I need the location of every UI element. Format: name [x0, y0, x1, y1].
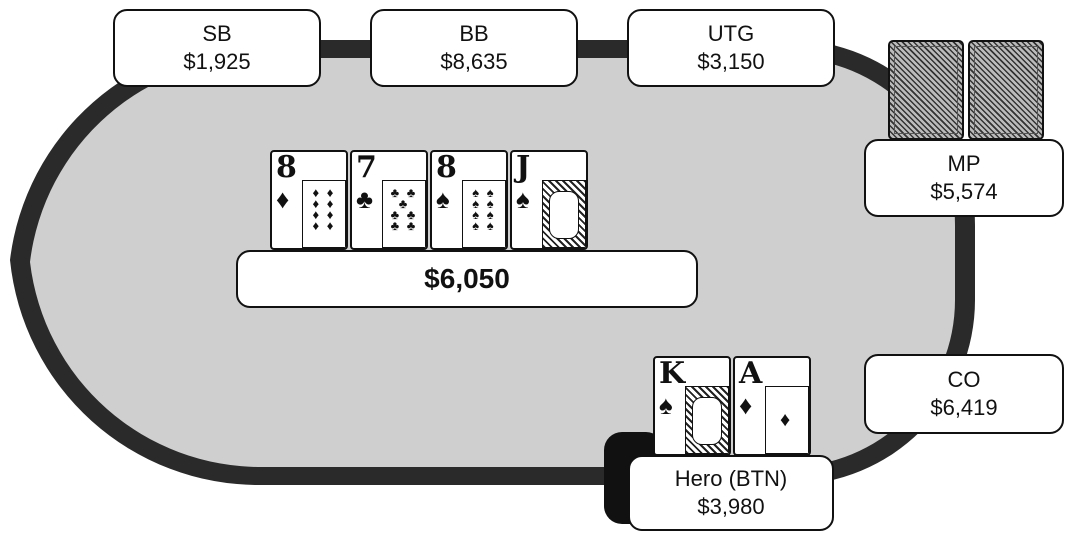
seat-co-stack: $6,419	[930, 395, 998, 420]
diamond-icon: ♦	[780, 409, 791, 431]
seat-co[interactable]: CO $6,419	[864, 354, 1064, 434]
hero-card-1-suit: ♠	[659, 390, 673, 420]
hero-card-1[interactable]: K ♠	[653, 356, 731, 456]
seat-hero-stack: $3,980	[697, 494, 765, 519]
seat-sb-name: SB	[202, 21, 232, 46]
board-card-1-suit: ♦	[276, 184, 290, 214]
seat-mp-name: MP	[947, 151, 981, 176]
seat-utg-stack: $3,150	[697, 49, 765, 74]
seat-mp-stack: $5,574	[930, 179, 998, 204]
mp-card-back-2	[968, 40, 1044, 140]
board-card-3-rank: 8	[436, 150, 457, 185]
mp-card-back-1	[888, 40, 964, 140]
seat-sb-stack: $1,925	[183, 49, 251, 74]
seat-mp[interactable]: MP $5,574	[864, 139, 1064, 217]
seat-bb-stack: $8,635	[440, 49, 508, 74]
ace-face: ♦	[765, 386, 809, 454]
diamond-pips-icon: ♦ ♦♦ ♦♦ ♦♦ ♦	[312, 185, 336, 233]
pot-display: $6,050	[236, 250, 698, 308]
board-card-3-face: ♠ ♠♠ ♠♠ ♠♠ ♠	[462, 180, 506, 248]
hero-card-2-suit: ♦	[739, 390, 753, 420]
king-portrait-icon	[685, 386, 729, 454]
seat-bb[interactable]: BB $8,635	[370, 9, 578, 87]
board-card-2-rank: 7	[356, 150, 377, 185]
hero-card-1-rank: K	[659, 356, 686, 391]
jack-portrait-icon	[542, 180, 586, 248]
seat-co-name: CO	[947, 367, 981, 392]
board-card-1-rank: 8	[276, 150, 297, 185]
board-card-1: 8 ♦ ♦ ♦♦ ♦♦ ♦♦ ♦	[270, 150, 348, 250]
seat-utg-name: UTG	[707, 21, 755, 46]
board-card-2-face: ♣ ♣♣♣ ♣♣ ♣	[382, 180, 426, 248]
board-card-2: 7 ♣ ♣ ♣♣♣ ♣♣ ♣	[350, 150, 428, 250]
board-card-3: 8 ♠ ♠ ♠♠ ♠♠ ♠♠ ♠	[430, 150, 508, 250]
spade-pips-icon: ♠ ♠♠ ♠♠ ♠♠ ♠	[472, 185, 496, 233]
seat-bb-name: BB	[459, 21, 489, 46]
seat-sb[interactable]: SB $1,925	[113, 9, 321, 87]
seat-hero-name: Hero (BTN)	[674, 466, 788, 491]
board-card-4-suit: ♠	[516, 184, 530, 214]
seat-hero[interactable]: Hero (BTN) $3,980	[628, 455, 834, 531]
board-card-4: J ♠	[510, 150, 588, 250]
board-card-3-suit: ♠	[436, 184, 450, 214]
seat-utg[interactable]: UTG $3,150	[627, 9, 835, 87]
board-card-2-suit: ♣	[356, 184, 374, 214]
board-card-1-face: ♦ ♦♦ ♦♦ ♦♦ ♦	[302, 180, 346, 248]
hero-card-2-rank: A	[739, 356, 763, 391]
club-pips-icon: ♣ ♣♣♣ ♣♣ ♣	[390, 185, 418, 233]
hero-card-2[interactable]: A ♦ ♦	[733, 356, 811, 456]
board-card-4-rank: J	[516, 150, 531, 185]
